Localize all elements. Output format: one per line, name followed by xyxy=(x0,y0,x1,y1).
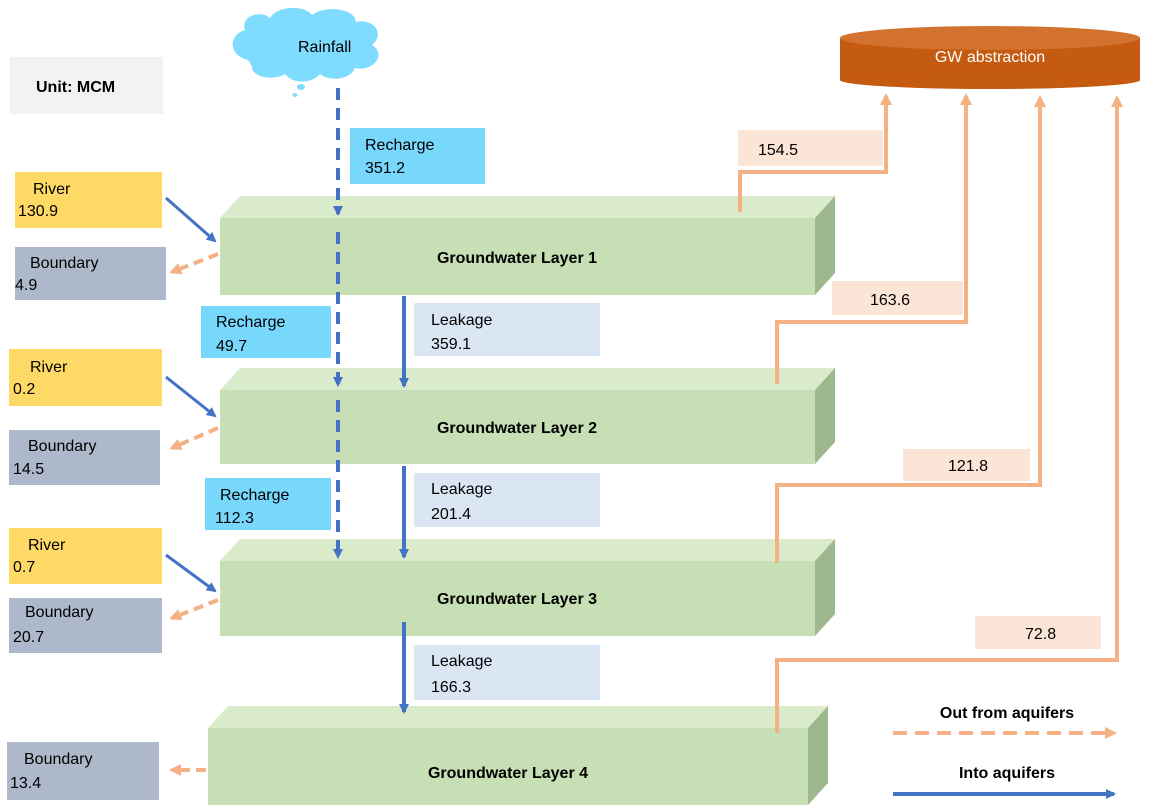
leakage-value-1: 359.1 xyxy=(431,336,471,353)
abstraction-pipe-4 xyxy=(775,95,1123,733)
recharge-box-1 xyxy=(350,128,485,184)
river-label-3: River xyxy=(28,537,66,554)
abstraction-box-4 xyxy=(975,616,1101,649)
recharge-label-2: Recharge xyxy=(216,314,285,331)
boundary-box-3 xyxy=(9,598,162,653)
rainfall-cloud xyxy=(232,7,379,97)
boundary-label-1: Boundary xyxy=(30,255,99,272)
abstraction-value-4: 72.8 xyxy=(1025,626,1056,643)
legend: Out from aquifers Into aquifers xyxy=(893,705,1117,799)
boundary-label-2: Boundary xyxy=(28,438,97,455)
groundwater-layer-4 xyxy=(208,706,828,805)
leakage-label-2: Leakage xyxy=(431,481,492,498)
boundary-box-1 xyxy=(15,247,166,300)
leakage-label-3: Leakage xyxy=(431,653,492,670)
river-box-1 xyxy=(15,172,162,228)
river-box-2 xyxy=(9,349,162,406)
boundary-box-2 xyxy=(9,430,160,485)
leakage-value-3: 166.3 xyxy=(431,679,471,696)
leakage-box-1 xyxy=(414,303,600,356)
leakage-value-2: 201.4 xyxy=(431,506,471,523)
gw-abstraction-tank xyxy=(840,26,1140,89)
recharge-label-3: Recharge xyxy=(220,487,289,504)
boundary-label-4: Boundary xyxy=(24,751,93,768)
layer-4-label: Groundwater Layer 4 xyxy=(428,765,588,782)
abstraction-box-2 xyxy=(832,281,963,315)
river-arrow-3 xyxy=(165,553,217,593)
boundary-value-4: 13.4 xyxy=(10,775,41,792)
abstraction-box-3 xyxy=(903,449,1030,481)
leakage-box-2 xyxy=(414,473,600,527)
leakage-box-3 xyxy=(414,645,600,700)
unit-box xyxy=(10,57,163,114)
river-value-1: 130.9 xyxy=(18,203,58,220)
boundary-value-2: 14.5 xyxy=(13,461,44,478)
boundary-arrow-2 xyxy=(169,426,219,450)
boundary-arrow-3 xyxy=(169,598,219,621)
river-label-2: River xyxy=(30,359,68,376)
recharge-value-1: 351.2 xyxy=(365,160,405,177)
layer-3-label: Groundwater Layer 3 xyxy=(437,591,597,608)
abstraction-value-3: 121.8 xyxy=(948,458,988,475)
abstraction-pipe-2 xyxy=(775,93,972,384)
groundwater-layer-1 xyxy=(220,196,835,295)
recharge-label-1: Recharge xyxy=(365,137,434,154)
abstraction-pipe-1 xyxy=(738,93,892,212)
recharge-box-2 xyxy=(201,306,331,358)
groundwater-layer-3 xyxy=(220,539,835,636)
layer-1-label: Groundwater Layer 1 xyxy=(437,250,597,267)
abstraction-pipe-3 xyxy=(775,95,1046,563)
river-value-3: 0.7 xyxy=(13,559,35,576)
boundary-arrow-1 xyxy=(169,252,219,275)
boundary-value-3: 20.7 xyxy=(13,629,44,646)
recharge-value-3: 112.3 xyxy=(215,510,254,527)
unit-label: Unit: MCM xyxy=(36,79,115,96)
river-label-1: River xyxy=(33,181,71,198)
boundary-label-3: Boundary xyxy=(25,604,94,621)
river-arrow-2 xyxy=(165,375,217,418)
recharge-box-3 xyxy=(205,478,331,530)
river-arrow-1 xyxy=(165,196,217,243)
gw-abstraction-label: GW abstraction xyxy=(935,49,1045,66)
rainfall-label: Rainfall xyxy=(298,39,351,56)
boundary-value-1: 4.9 xyxy=(15,277,37,294)
recharge-value-2: 49.7 xyxy=(216,338,247,355)
abstraction-box-1 xyxy=(738,130,883,166)
abstraction-value-2: 163.6 xyxy=(870,292,910,309)
legend-in-label: Into aquifers xyxy=(959,765,1055,782)
river-box-3 xyxy=(9,528,162,584)
abstraction-value-1: 154.5 xyxy=(758,142,798,159)
layer-2-label: Groundwater Layer 2 xyxy=(437,420,597,437)
legend-out-label: Out from aquifers xyxy=(940,705,1074,722)
river-value-2: 0.2 xyxy=(13,381,35,398)
groundwater-layer-2 xyxy=(220,368,835,464)
leakage-label-1: Leakage xyxy=(431,312,492,329)
boundary-box-4 xyxy=(7,742,159,800)
